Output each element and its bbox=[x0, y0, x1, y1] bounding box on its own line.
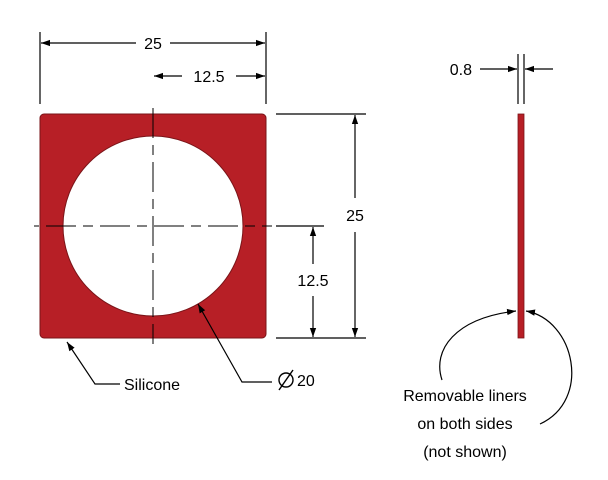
liner-note-line-3: (not shown) bbox=[423, 444, 507, 461]
diameter-leader bbox=[197, 303, 272, 383]
liner-note-line-2: on both sides bbox=[417, 416, 512, 433]
height-half-label: 12.5 bbox=[297, 273, 328, 290]
diameter-symbol-icon bbox=[278, 372, 294, 388]
liner-leader-left bbox=[439, 308, 517, 381]
material-leader bbox=[66, 341, 120, 385]
diameter-callout: 20 bbox=[278, 369, 315, 391]
liner-leader-right bbox=[525, 309, 573, 425]
material-label: Silicone bbox=[124, 377, 180, 394]
front-view: 25 12.5 25 12.5 Silicone 20 bbox=[34, 32, 366, 394]
width-half-label: 12.5 bbox=[193, 69, 224, 86]
diameter-label: 20 bbox=[297, 373, 315, 390]
side-view: 0.8 Removable liners on both sides (not … bbox=[403, 54, 573, 461]
gasket-front-shape bbox=[39, 113, 267, 339]
thickness-label: 0.8 bbox=[450, 62, 472, 79]
height-overall-label: 25 bbox=[346, 208, 364, 225]
gasket-side-shape bbox=[517, 113, 525, 339]
width-overall-label: 25 bbox=[144, 36, 162, 53]
diameter-symbol-slash bbox=[278, 369, 294, 391]
liner-note-line-1: Removable liners bbox=[403, 388, 527, 405]
